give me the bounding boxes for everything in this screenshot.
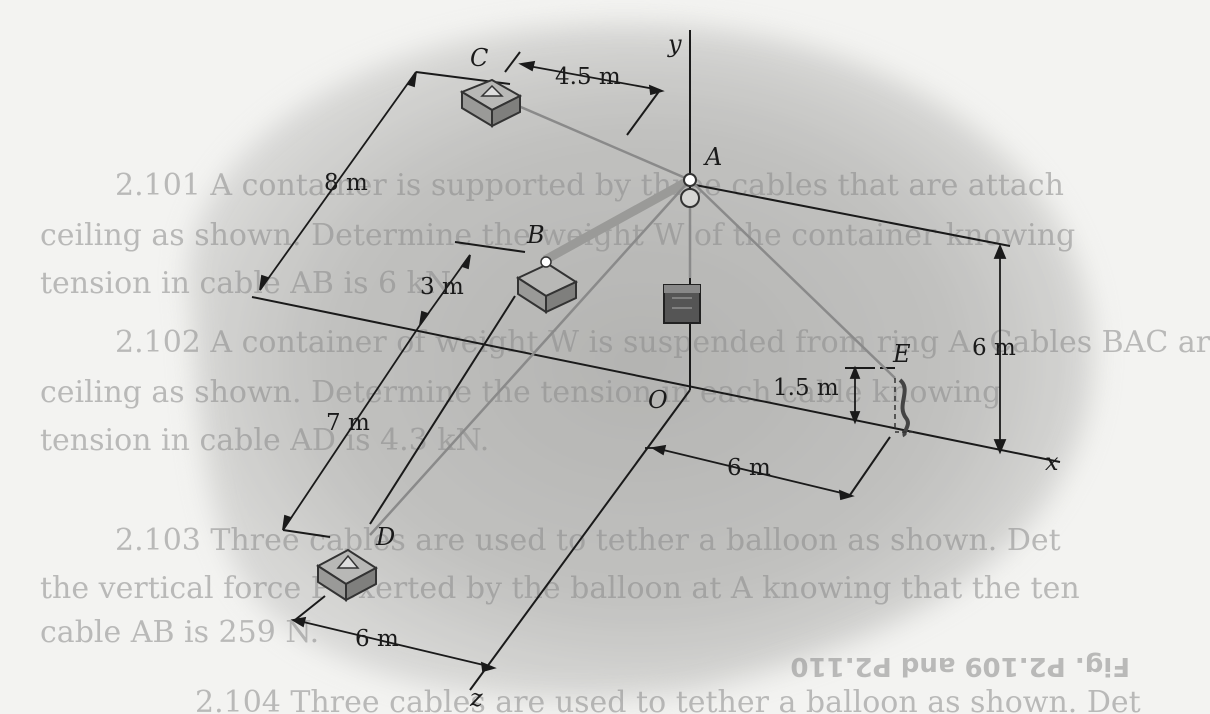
ext-d: [282, 529, 331, 538]
dim-c-to-y: 4.5 m: [555, 64, 621, 90]
ext-b-down: [369, 295, 516, 525]
cable-AD: [369, 179, 691, 536]
svg-text:2.101 A container is support: 2.101 A container is supported by three …: [115, 168, 1064, 203]
axis-label-x: x: [1045, 448, 1059, 476]
svg-text:tension in cable AB is 6 kN.: tension in cable AB is 6 kN.: [40, 266, 459, 301]
ext-d-bottom: [294, 595, 326, 621]
axis-label-y: y: [667, 30, 682, 58]
label-E: E: [892, 340, 911, 368]
cable-AC: [499, 96, 691, 182]
pulley-A: [680, 188, 700, 208]
dim-ceiling-height: 6 m: [972, 335, 1016, 361]
anchor-C: [459, 78, 523, 128]
dim-e-along-x: 6 m: [727, 455, 771, 481]
ext-c-left: [504, 51, 521, 73]
label-C: C: [470, 44, 488, 72]
anchor-D: [316, 548, 378, 602]
cables: [369, 96, 896, 536]
ring-A: [683, 173, 697, 187]
dim-d-to-z: 6 m: [355, 626, 399, 652]
point-labels: C A B D E O: [375, 44, 911, 551]
svg-text:ceiling as shown. Determine th: ceiling as shown. Determine the tension …: [40, 375, 1001, 410]
svg-text:cable AB is 259 N.: cable AB is 259 N.: [40, 615, 319, 650]
svg-text:2.102 A container of weight: 2.102 A container of weight W is suspend…: [115, 325, 1210, 360]
reference-lines: [251, 30, 1061, 691]
svg-text:2.104 Three cables are used: 2.104 Three cables are used to tether a …: [195, 685, 1141, 714]
ext-c-right: [626, 89, 661, 136]
bleed-through-text: 2.101 A container is supported by three …: [40, 168, 1210, 714]
svg-text:Fig. P2.109 and P2.110: Fig. P2.109 and P2.110: [790, 651, 1130, 681]
cable-AB: [542, 176, 693, 264]
dim-e-height: 1.5 m: [773, 375, 839, 401]
container: [663, 284, 701, 324]
ext-b: [454, 241, 526, 253]
dim-c-to-x: 8 m: [324, 170, 368, 196]
ext-e-down: [849, 436, 891, 496]
label-D: D: [375, 523, 395, 551]
x-axis-line: [251, 296, 1061, 463]
svg-text:ceiling as shown. Determine th: ceiling as shown. Determine the weight W…: [40, 218, 1075, 253]
label-B: B: [526, 221, 545, 249]
axis-label-z: z: [469, 684, 483, 712]
svg-text:tension in cable AD is 4.3 kN.: tension in cable AD is 4.3 kN.: [40, 423, 489, 458]
dim-d-from-b: 7 m: [326, 410, 370, 436]
z-axis-line: [469, 389, 691, 691]
ceiling-line-a: [689, 183, 1011, 247]
anchor-E: [894, 378, 915, 438]
dimension-lines: [259, 60, 1007, 673]
dim-b-offset: 3 m: [420, 274, 464, 300]
label-O: O: [648, 386, 668, 414]
anchor-B: [515, 256, 579, 314]
background-shadow: [187, 23, 1094, 700]
dimension-labels: 4.5 m 8 m 3 m 7 m 6 m 6 m 6 m 1.5 m: [324, 64, 1016, 652]
cable-AE: [689, 179, 896, 379]
svg-text:the vertical force P exerted b: the vertical force P exerted by the ball…: [40, 571, 1080, 606]
axis-labels: y x z: [469, 30, 1059, 712]
label-A: A: [703, 143, 722, 171]
